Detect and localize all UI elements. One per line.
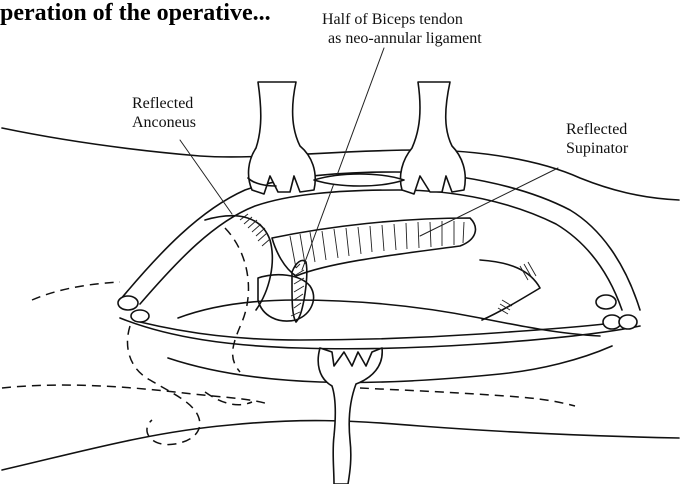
dashed-outline-anconeus xyxy=(225,228,248,372)
lateral-hatching xyxy=(498,262,536,314)
dashed-bone-outline-left xyxy=(32,282,120,300)
radius-head xyxy=(258,275,314,321)
label-supinator-line1: Reflected xyxy=(566,120,628,139)
label-reflected-supinator: Reflected Supinator xyxy=(566,120,628,158)
leader-anconeus xyxy=(180,140,232,214)
label-reflected-anconeus: Reflected Anconeus xyxy=(132,94,196,132)
dashed-outline-lower-left xyxy=(2,385,268,404)
label-biceps-tendon: Half of Biceps tendon as neo-annular lig… xyxy=(322,10,482,48)
retractor-lower xyxy=(318,348,382,484)
lateral-soft-tissue xyxy=(480,260,540,320)
label-biceps-line1: Half of Biceps tendon xyxy=(322,10,482,29)
wound-bottom-fold xyxy=(168,346,612,383)
retractor-upper-left xyxy=(248,82,315,194)
leader-biceps xyxy=(302,48,384,270)
biceps-tendon-graft xyxy=(292,260,307,322)
label-anconeus-line2: Anconeus xyxy=(132,113,196,132)
retractor-upper-right xyxy=(400,82,465,194)
label-supinator-line2: Supinator xyxy=(566,139,628,158)
supinator-hatching xyxy=(290,221,464,268)
retractor-bar xyxy=(314,174,404,186)
dashed-outline-condyle xyxy=(127,326,199,445)
dashed-outline-mid xyxy=(205,392,252,405)
label-anconeus-line1: Reflected xyxy=(132,94,196,113)
dashed-outline-lower-right xyxy=(360,388,575,406)
label-biceps-line2: as neo-annular ligament xyxy=(322,29,482,48)
wound-upper-edge xyxy=(120,172,640,310)
